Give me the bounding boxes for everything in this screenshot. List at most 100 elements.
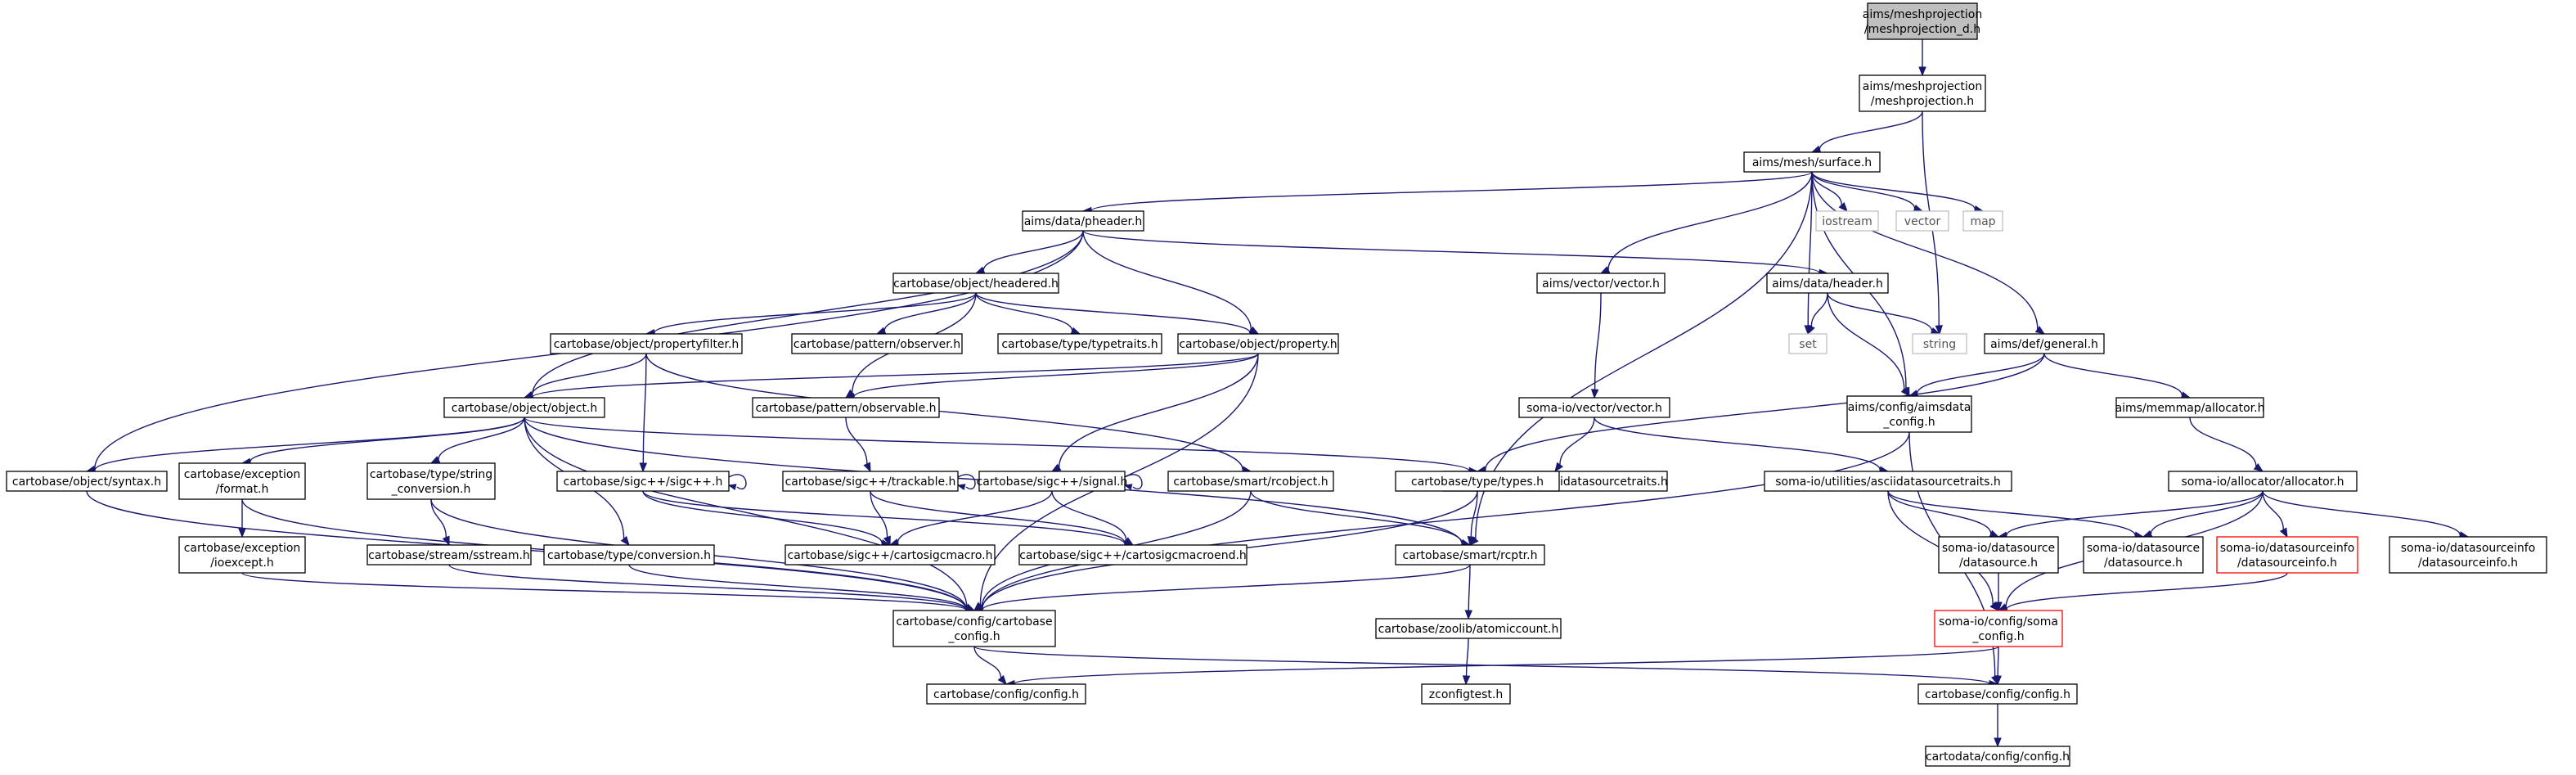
- node-set[interactable]: set: [1788, 333, 1827, 354]
- edge-pheader-headered: [974, 230, 1084, 274]
- node-label: aims/data/pheader.h: [1024, 215, 1143, 228]
- node-mp[interactable]: aims/meshprojection/meshprojection.h: [1859, 74, 1986, 112]
- node-dsinfo1[interactable]: soma-io/datasourceinfo/datasourceinfo.h: [2216, 536, 2358, 574]
- node-asciitraits2[interactable]: soma-io/utilities/asciidatasourcetraits.…: [1764, 471, 2012, 492]
- node-box: [178, 536, 306, 574]
- node-somaalloc[interactable]: soma-io/allocator/allocator.h: [2168, 471, 2358, 492]
- node-vector[interactable]: vector: [1895, 210, 1949, 232]
- node-object[interactable]: cartobase/object/object.h: [443, 397, 605, 418]
- edge-object-types: [524, 417, 1479, 475]
- node-excformat[interactable]: cartobase/exception/format.h: [178, 462, 306, 500]
- edge-pheader-header: [1082, 230, 1829, 277]
- edge-line: [642, 490, 883, 544]
- edge-line: [1058, 353, 1259, 468]
- node-ds1[interactable]: soma-io/datasource/datasource.h: [1938, 536, 2059, 574]
- edge-line: [1468, 564, 1471, 611]
- node-ioexcept[interactable]: cartobase/exception/ioexcept.h: [178, 536, 306, 574]
- edge-arrowhead: [727, 484, 737, 491]
- edge-line: [1082, 230, 1820, 274]
- node-cbconfig2[interactable]: cartobase/config/config.h: [1917, 683, 2078, 705]
- node-rcobject[interactable]: cartobase/smart/rcobject.h: [1167, 471, 1334, 492]
- edge-property-observable: [844, 353, 1259, 401]
- node-sigcmacroend[interactable]: cartobase/sigc++/cartosigcmacroend.h: [1018, 544, 1248, 565]
- edge-arrowhead: [1810, 145, 1822, 153]
- edge-observable-trackable: [845, 417, 871, 473]
- node-label: aims/config/aimsdata: [1848, 401, 1971, 414]
- node-general[interactable]: aims/def/general.h: [1984, 333, 2105, 354]
- node-label: /format.h: [216, 483, 269, 496]
- edge-strconv-sstream: [430, 498, 450, 547]
- node-box: [1934, 610, 2063, 647]
- node-label: cartobase/pattern/observable.h: [755, 402, 936, 415]
- node-signal[interactable]: cartobase/sigc++/signal.h: [977, 471, 1128, 492]
- node-root[interactable]: aims/meshprojection/meshprojection_d.h: [1863, 2, 1982, 40]
- node-cbconfigh[interactable]: cartobase/config/config.h: [926, 683, 1086, 705]
- node-trackable[interactable]: cartobase/sigc++/trackable.h: [782, 471, 959, 492]
- node-map[interactable]: map: [1962, 210, 2003, 232]
- edge-arrowhead: [2253, 462, 2264, 472]
- node-observable[interactable]: cartobase/pattern/observable.h: [752, 397, 940, 418]
- edge-line: [642, 353, 647, 464]
- node-syntax[interactable]: cartobase/object/syntax.h: [6, 471, 168, 492]
- edge-arrowhead: [1123, 537, 1135, 546]
- edge-line: [1082, 230, 1252, 330]
- node-sigcmacro[interactable]: cartobase/sigc++/cartosigcmacro.h: [784, 544, 996, 565]
- node-somavector[interactable]: soma-io/vector/vector.h: [1518, 397, 1670, 418]
- edge-line: [1811, 171, 1916, 209]
- edge-line: [1090, 171, 1813, 212]
- node-iostream[interactable]: iostream: [1815, 210, 1879, 232]
- edge-line: [1465, 638, 1469, 677]
- node-label: set: [1799, 338, 1817, 351]
- node-propfilter[interactable]: cartobase/object/propertyfilter.h: [550, 333, 743, 354]
- node-sstream[interactable]: cartobase/stream/sstream.h: [366, 544, 532, 565]
- edge-sigcpp-sigcpp: [727, 474, 747, 491]
- node-cdconfig[interactable]: cartodata/config/config.h: [1925, 746, 2070, 767]
- node-label: cartobase/pattern/observer.h: [793, 338, 960, 351]
- node-sigcpp[interactable]: cartobase/sigc++/sigc++.h: [556, 471, 730, 492]
- node-label: soma-io/datasourceinfo: [2220, 542, 2355, 555]
- edge-somaalloc-ds2: [2142, 490, 2264, 538]
- node-strconv[interactable]: cartobase/type/string_conversion.h: [366, 462, 496, 500]
- node-allocator[interactable]: aims/memmap/allocator.h: [2115, 397, 2265, 418]
- edge-somaalloc-dsinfo1: [2262, 490, 2288, 538]
- node-label: cartobase/object/syntax.h: [12, 475, 161, 489]
- node-label: /datasourceinfo.h: [2418, 556, 2518, 570]
- node-dsinfo2[interactable]: soma-io/datasourceinfo/datasourceinfo.h: [2389, 536, 2547, 574]
- edge-line: [883, 292, 977, 331]
- edge-object-strconv: [429, 417, 525, 464]
- node-conversion[interactable]: cartobase/type/conversion.h: [543, 544, 715, 565]
- node-observer[interactable]: cartobase/pattern/observer.h: [791, 333, 963, 354]
- node-somaconfig[interactable]: soma-io/config/soma_config.h: [1934, 610, 2063, 647]
- node-ds2[interactable]: soma-io/datasource/datasource.h: [2083, 536, 2204, 574]
- node-cbconfig[interactable]: cartobase/config/cartobase_config.h: [892, 610, 1056, 647]
- node-label: soma-io/vector/vector.h: [1526, 402, 1662, 415]
- edge-arrowhead: [1913, 205, 1924, 212]
- node-label: cartobase/config/config.h: [933, 688, 1079, 701]
- edge-line: [1916, 353, 2045, 394]
- edge-line: [1475, 171, 1813, 539]
- node-pheader[interactable]: aims/data/pheader.h: [1022, 210, 1144, 232]
- node-label: cartobase/sigc++/signal.h: [977, 475, 1128, 489]
- node-typetraits[interactable]: cartobase/type/typetraits.h: [997, 333, 1162, 354]
- node-header[interactable]: aims/data/header.h: [1766, 273, 1889, 294]
- node-string[interactable]: string: [1912, 333, 1967, 354]
- node-surface[interactable]: aims/mesh/surface.h: [1743, 151, 1881, 173]
- node-types[interactable]: cartobase/type/types.h: [1395, 471, 1560, 492]
- edge-line: [1124, 474, 1143, 489]
- node-atomic[interactable]: cartobase/zoolib/atomiccount.h: [1375, 618, 1562, 639]
- node-zconfigtest[interactable]: zconfigtest.h: [1421, 683, 1511, 705]
- node-property[interactable]: cartobase/object/property.h: [1177, 333, 1339, 354]
- node-box: [178, 462, 306, 500]
- edge-line: [250, 417, 525, 462]
- node-box: [1859, 74, 1986, 112]
- node-headered[interactable]: cartobase/object/headered.h: [892, 273, 1059, 294]
- node-label: soma-io/config/soma: [1939, 615, 2058, 629]
- edge-arrowhead: [1994, 737, 2002, 748]
- node-label: /meshprojection.h: [1871, 95, 1974, 108]
- node-box: [1518, 397, 1670, 418]
- edge-line: [1811, 171, 1843, 205]
- node-rcptr[interactable]: cartobase/smart/rcptr.h: [1395, 544, 1545, 565]
- node-aimsdata[interactable]: aims/config/aimsdata_config.h: [1846, 395, 1972, 433]
- node-vecvec[interactable]: aims/vector/vector.h: [1536, 273, 1666, 294]
